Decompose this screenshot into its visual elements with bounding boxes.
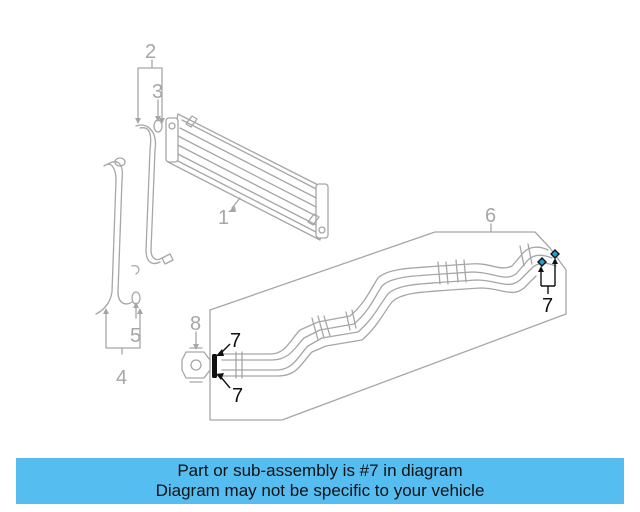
callout-7-upper-left: 7 — [230, 330, 241, 352]
banner-line-disclaimer: Diagram may not be specific to your vehi… — [155, 481, 485, 500]
callout-2: 2 — [145, 41, 156, 63]
parts-diagram: 2 3 1 5 4 6 8 — [95, 41, 567, 421]
o-ring-seal-right-a — [537, 257, 547, 267]
cooler-hose-lower — [95, 157, 141, 315]
callout-7-lower-left: 7 — [232, 385, 243, 407]
cooler-line-fitting — [181, 347, 211, 383]
grey-leader-lines — [105, 59, 567, 421]
banner-line-part-info: Part or sub-assembly is #7 in diagram — [177, 461, 463, 480]
callout-3: 3 — [152, 81, 163, 103]
o-ring-seal-left-upper — [212, 354, 217, 368]
oil-cooler-radiator — [165, 113, 329, 241]
part-7-group: 7 7 7 — [212, 249, 560, 407]
callout-1: 1 — [218, 207, 229, 229]
callout-8: 8 — [190, 313, 201, 335]
callout-7-right: 7 — [542, 295, 553, 317]
callout-5: 5 — [130, 325, 141, 347]
info-banner: Part or sub-assembly is #7 in diagram Di… — [16, 458, 624, 504]
o-ring-seal-left-lower — [212, 366, 217, 378]
callout-4: 4 — [116, 367, 127, 389]
o-ring-seal-right-b — [550, 249, 560, 259]
callout-6: 6 — [485, 205, 496, 227]
grey-arrowheads — [103, 116, 236, 350]
grey-parts-group: 2 3 1 5 4 6 8 — [95, 41, 567, 421]
cooler-line-assembly — [221, 243, 557, 379]
